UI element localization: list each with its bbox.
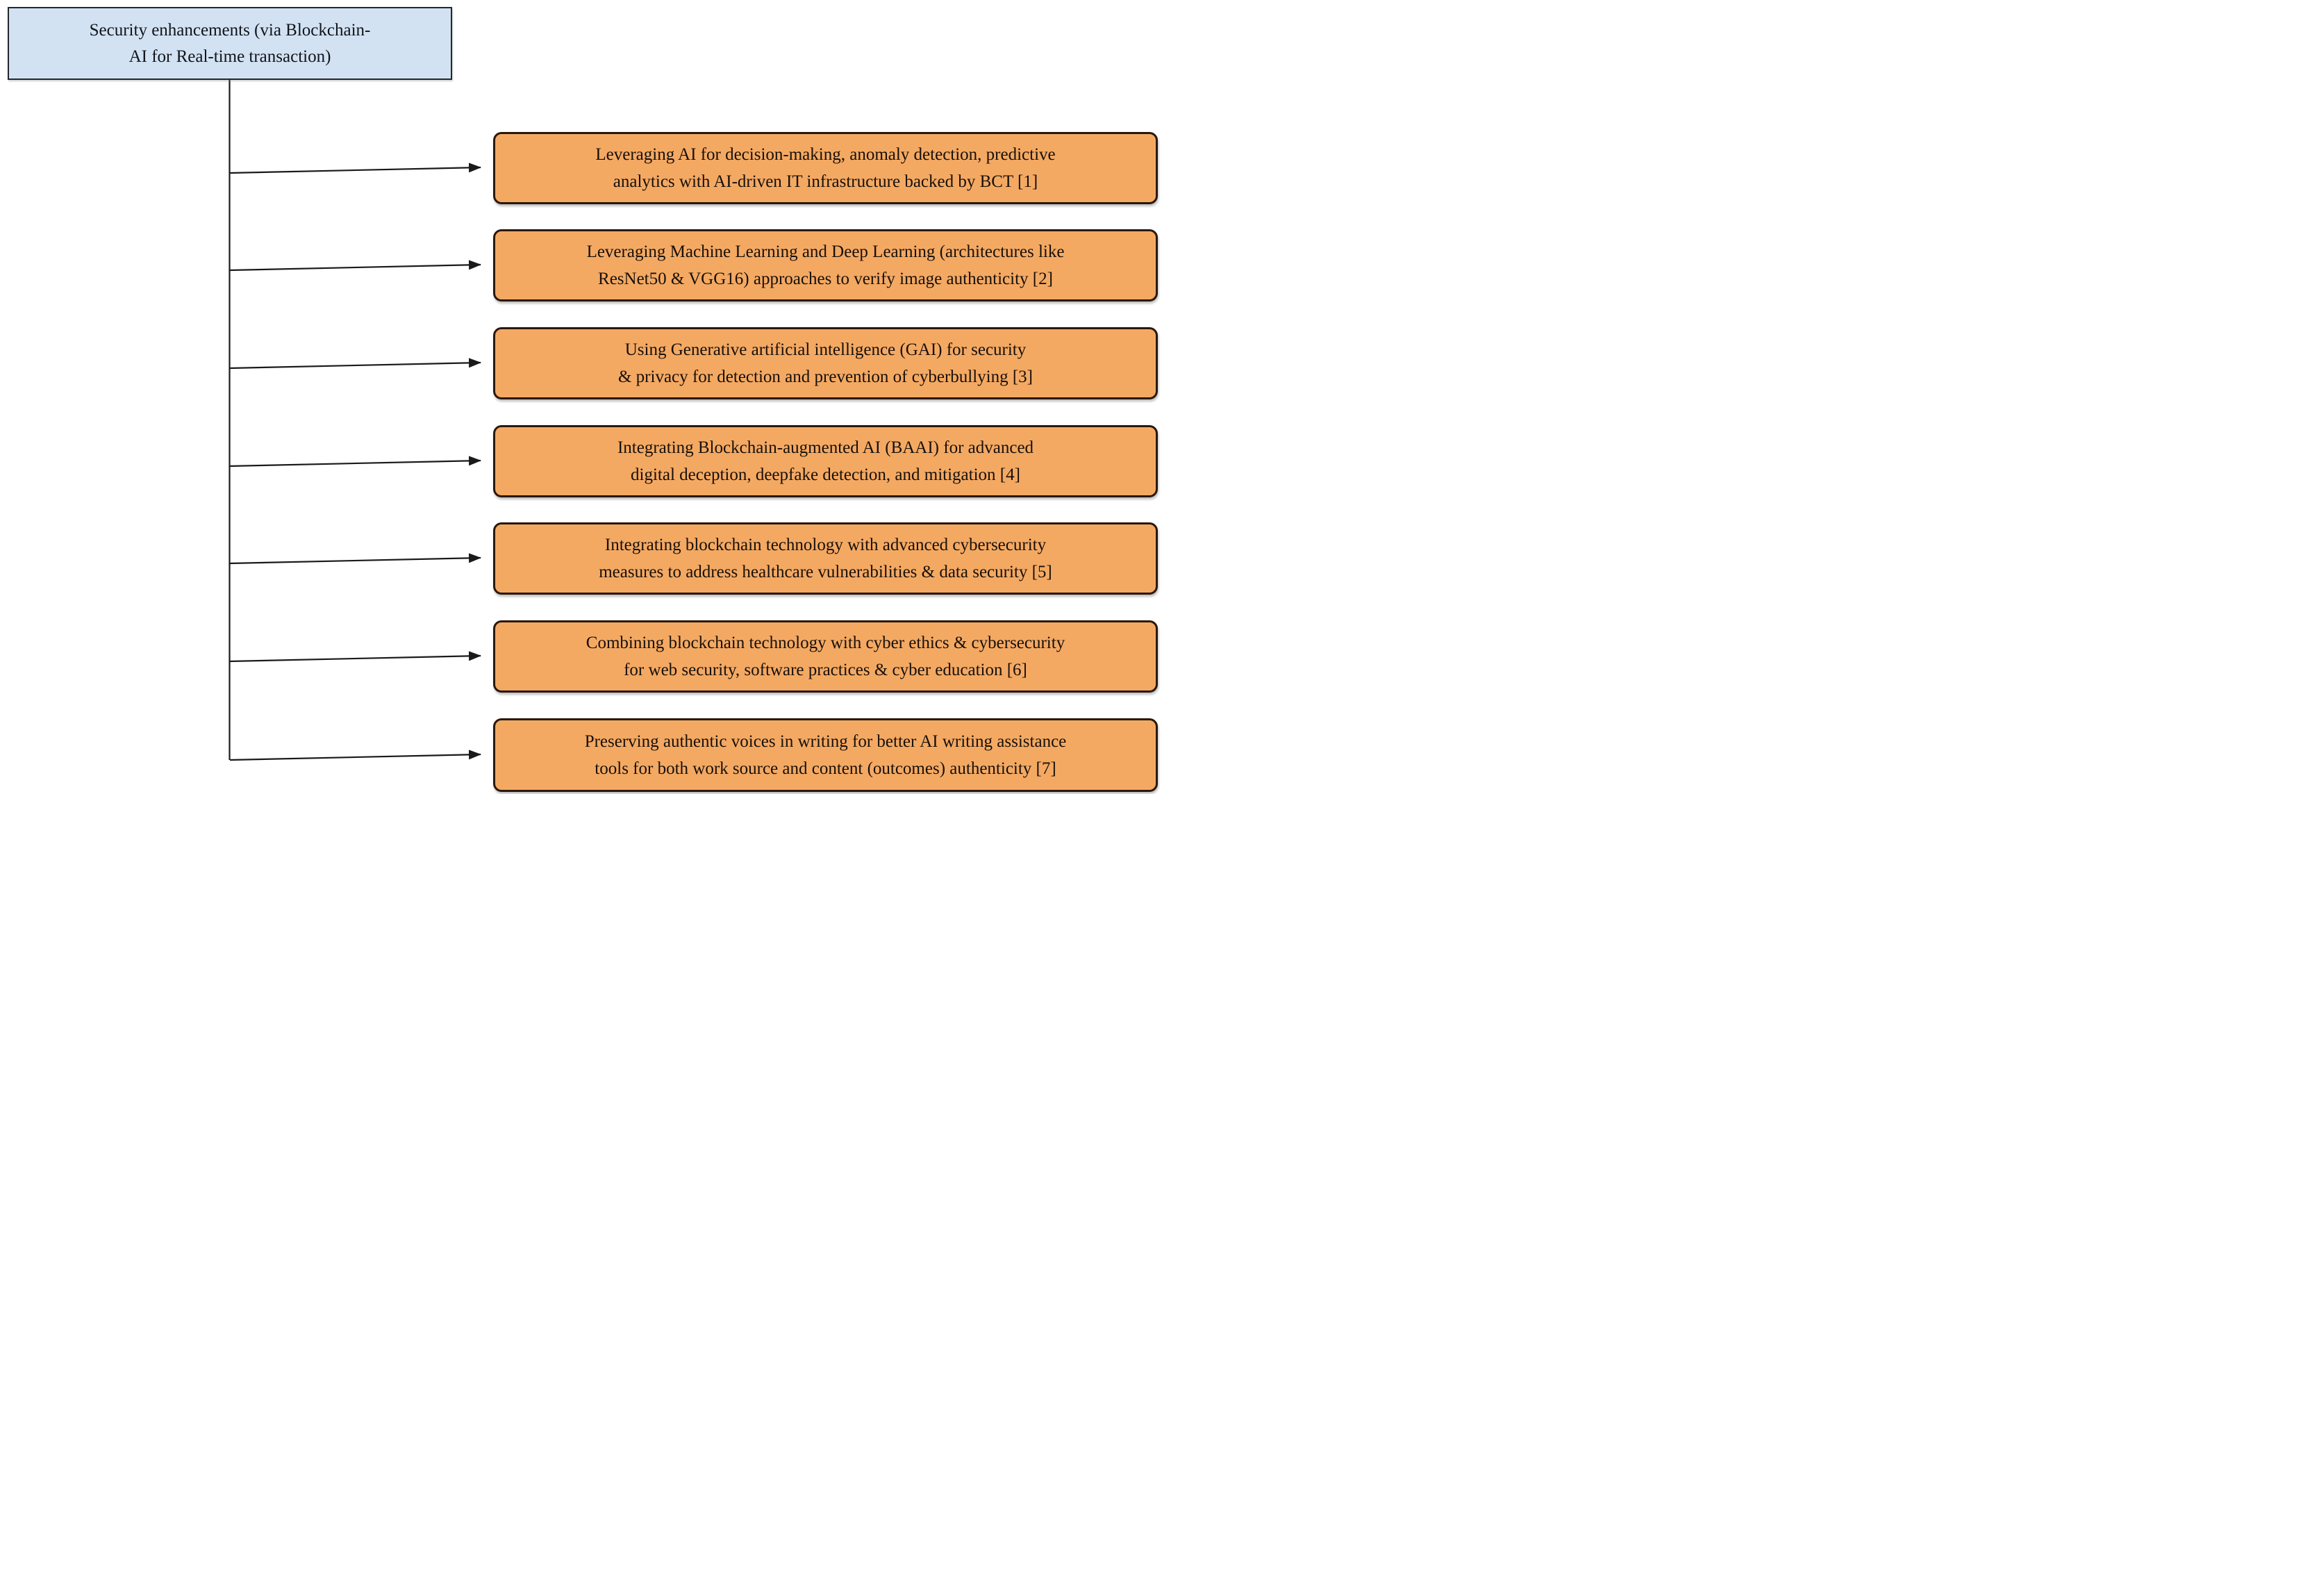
branch-arrow-3 <box>229 358 481 370</box>
root-node: Security enhancements (via Blockchain-AI… <box>8 7 452 80</box>
node-7-label: Preserving authentic voices in writing f… <box>584 731 1067 779</box>
node-1: Leveraging AI for decision-making, anoma… <box>493 132 1158 204</box>
root-node-label: Security enhancements (via Blockchain-AI… <box>89 21 371 66</box>
node-2: Leveraging Machine Learning and Deep Lea… <box>493 229 1158 301</box>
node-2-label: Leveraging Machine Learning and Deep Lea… <box>586 242 1065 289</box>
node-5: Integrating blockchain technology with a… <box>493 522 1158 595</box>
node-7: Preserving authentic voices in writing f… <box>493 718 1158 792</box>
branch-arrow-1 <box>229 163 481 174</box>
branch-arrow-6 <box>229 651 481 663</box>
node-5-label: Integrating blockchain technology with a… <box>599 535 1052 582</box>
flowchart-figure: Security enhancements (via Blockchain-AI… <box>0 0 1162 794</box>
branch-arrow-7 <box>229 750 481 761</box>
node-3-label: Using Generative artificial intelligence… <box>617 340 1034 387</box>
node-4-label: Integrating Blockchain-augmented AI (BAA… <box>617 438 1034 485</box>
node-3: Using Generative artificial intelligence… <box>493 327 1158 399</box>
node-1-label: Leveraging AI for decision-making, anoma… <box>595 144 1056 192</box>
branch-arrow-4 <box>229 456 481 468</box>
node-6: Combining blockchain technology with cyb… <box>493 620 1158 693</box>
branch-arrow-2 <box>229 260 481 272</box>
node-4: Integrating Blockchain-augmented AI (BAA… <box>493 425 1158 497</box>
node-6-label: Combining blockchain technology with cyb… <box>586 633 1065 680</box>
branch-arrow-5 <box>229 553 481 565</box>
